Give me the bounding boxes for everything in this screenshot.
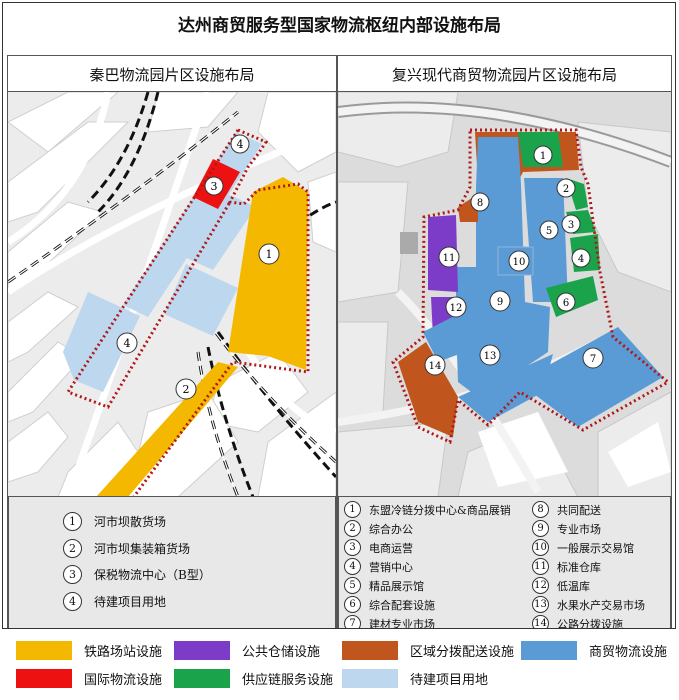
legend-international-logistics: 国际物流设施 <box>16 669 162 688</box>
left-label-2: 2 <box>183 383 190 396</box>
left-label-1: 1 <box>266 248 273 261</box>
left-label-3: 3 <box>211 180 218 193</box>
right-label-9: 9 <box>497 297 503 308</box>
legend-public-storage: 公共仓储设施 <box>174 641 320 660</box>
right-label-14: 14 <box>429 361 442 372</box>
left-panel: 秦巴物流园片区设施布局 <box>7 55 337 630</box>
left-map: 4 3 1 4 2 <box>8 91 336 497</box>
right-legend-panel <box>338 496 671 630</box>
right-label-4: 4 <box>578 254 584 265</box>
right-label-7: 7 <box>590 354 596 365</box>
right-panel: 复兴现代商贸物流园片区设施布局 <box>337 55 672 630</box>
right-label-11: 11 <box>443 253 456 264</box>
right-label-5: 5 <box>546 226 552 237</box>
legend-swatch <box>521 641 577 660</box>
right-label-1: 1 <box>540 151 546 162</box>
legend-swatch <box>342 641 398 660</box>
bottom-legend: 铁路场站设施 公共仓储设施 区域分拨配送设施 商贸物流设施 国际物流设施 供应链… <box>2 628 676 698</box>
legend-railway-station: 铁路场站设施 <box>16 641 162 660</box>
legend-commercial-logistics: 商贸物流设施 <box>521 641 667 660</box>
right-label-13: 13 <box>484 351 497 362</box>
right-map-svg: 1 2 3 4 5 6 7 8 9 10 11 12 13 14 <box>338 92 671 497</box>
left-map-svg: 4 3 1 4 2 <box>8 92 336 497</box>
right-label-6: 6 <box>563 298 569 309</box>
right-label-10: 10 <box>513 257 526 268</box>
left-label-4a: 4 <box>237 138 244 151</box>
right-panel-title: 复兴现代商贸物流园片区设施布局 <box>391 66 617 84</box>
legend-swatch <box>174 641 230 660</box>
right-map: 1 2 3 4 5 6 7 8 9 10 11 12 13 14 <box>338 91 671 497</box>
legend-swatch <box>342 669 398 688</box>
left-map-labels: 4 3 1 4 2 <box>116 134 280 400</box>
legend-swatch <box>16 669 72 688</box>
legend-supply-chain: 供应链服务设施 <box>174 669 333 688</box>
legend-swatch <box>16 641 72 660</box>
right-label-3: 3 <box>568 220 574 231</box>
left-legend-panel <box>8 496 336 630</box>
left-label-4b: 4 <box>124 337 131 350</box>
legend-regional-distribution: 区域分拨配送设施 <box>342 641 514 660</box>
legend-swatch <box>174 669 230 688</box>
right-label-8: 8 <box>477 198 483 209</box>
legend-pending-land: 待建项目用地 <box>342 669 488 688</box>
right-label-12: 12 <box>450 303 463 314</box>
left-map-lower <box>8 441 336 491</box>
left-panel-title: 秦巴物流园片区设施布局 <box>89 66 255 84</box>
right-label-2: 2 <box>563 184 569 195</box>
page-title: 达州商贸服务型国家物流枢纽内部设施布局 <box>178 16 501 36</box>
